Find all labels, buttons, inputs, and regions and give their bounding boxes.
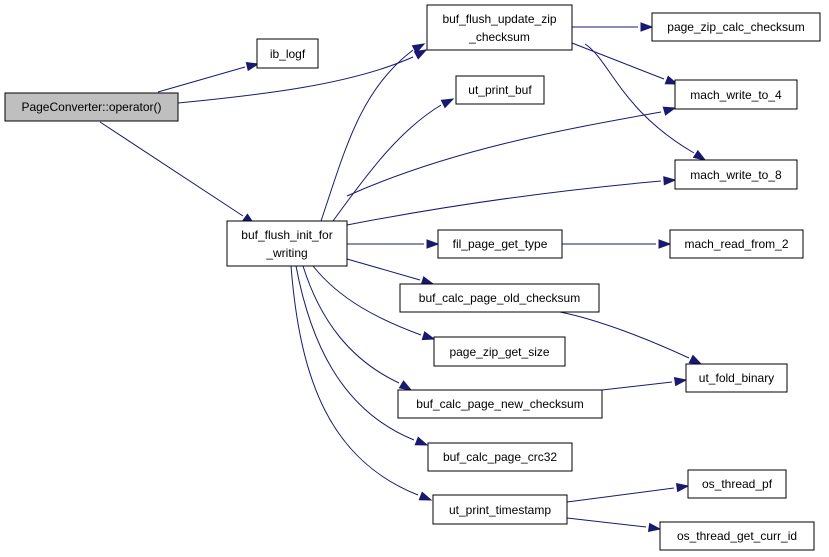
edge-buf-calc-page-new-checksum-to-ut-fold-binary bbox=[601, 376, 688, 391]
node-buf-flush-init-for-writing[interactable]: buf_flush_init_for _writing bbox=[226, 220, 348, 267]
edges-layer bbox=[99, 22, 707, 533]
arrowhead bbox=[421, 331, 436, 341]
edge-buf-flush-init-for-writing-to-buf-calc-page-old-checksum bbox=[346, 258, 435, 286]
edge-buf-flush-init-for-writing-to-buf-flush-update-zip-checksum bbox=[320, 43, 426, 222]
node-label-line-2: _writing bbox=[265, 246, 307, 260]
edge-buf-flush-init-for-writing-to-ut-print-buf bbox=[332, 98, 455, 222]
edge-buf-flush-init-for-writing-to-mach-write-to-8 bbox=[346, 176, 677, 226]
edge-ut-print-timestamp-to-os-thread-get-curr-id bbox=[566, 517, 662, 533]
node-buf-flush-update-zip-checksum[interactable]: buf_flush_update_zip _checksum bbox=[426, 4, 573, 51]
node-page-zip-calc-checksum[interactable]: page_zip_calc_checksum bbox=[651, 12, 821, 42]
node-label: page_zip_get_size bbox=[449, 345, 549, 359]
node-ut-print-buf[interactable]: ut_print_buf bbox=[455, 75, 545, 105]
edge-buf-flush-update-zip-checksum-to-mach-write-to-4 bbox=[571, 42, 679, 85]
arrowhead bbox=[414, 436, 429, 446]
edge-buf-flush-init-for-writing-to-ut-print-timestamp bbox=[290, 265, 433, 501]
edge-buf-flush-update-zip-checksum-to-page-zip-calc-checksum bbox=[572, 22, 654, 32]
arrowhead bbox=[673, 376, 688, 387]
arrowhead bbox=[426, 239, 440, 249]
node-label: PageConverter::operator() bbox=[21, 100, 161, 114]
edge-page-converter-to-ib-logf bbox=[157, 61, 260, 93]
node-mach-write-to-8[interactable]: mach_write_to_8 bbox=[674, 159, 798, 190]
arrowhead bbox=[398, 380, 413, 391]
arrowhead bbox=[245, 61, 260, 72]
edge-buf-flush-init-for-writing-to-buf-calc-page-crc32 bbox=[295, 265, 429, 446]
node-os-thread-pf[interactable]: os_thread_pf bbox=[687, 469, 787, 499]
node-label: mach_write_to_8 bbox=[690, 168, 782, 182]
arrowhead bbox=[440, 98, 455, 109]
node-page-converter-operator[interactable]: PageConverter::operator() bbox=[4, 92, 179, 122]
edge-buf-flush-init-for-writing-to-buf-calc-page-new-checksum bbox=[302, 265, 413, 391]
arrowhead bbox=[662, 106, 677, 116]
node-label: buf_calc_page_old_checksum bbox=[419, 291, 580, 305]
edge-buf-flush-update-zip-checksum-to-mach-write-to-8 bbox=[584, 43, 707, 161]
node-label: page_zip_calc_checksum bbox=[667, 20, 804, 34]
node-label: os_thread_pf bbox=[702, 477, 773, 491]
edge-buf-flush-init-for-writing-to-page-zip-get-size bbox=[312, 265, 436, 341]
node-mach-read-from-2[interactable]: mach_read_from_2 bbox=[669, 229, 804, 259]
node-mach-write-to-4[interactable]: mach_write_to_4 bbox=[674, 79, 798, 110]
edge-buf-flush-init-for-writing-to-mach-write-to-4 bbox=[346, 106, 677, 197]
node-label-line-2: _checksum bbox=[468, 30, 530, 44]
arrowhead bbox=[675, 482, 690, 493]
arrowhead bbox=[688, 354, 703, 365]
nodes-layer: PageConverter::operator() ib_logf buf_fl… bbox=[4, 4, 821, 551]
arrowhead bbox=[664, 75, 679, 85]
node-ut-print-timestamp[interactable]: ut_print_timestamp bbox=[432, 494, 568, 525]
node-buf-calc-page-old-checksum[interactable]: buf_calc_page_old_checksum bbox=[399, 283, 600, 313]
node-label: ib_logf bbox=[270, 47, 306, 61]
edge-ut-print-timestamp-to-os-thread-pf bbox=[566, 482, 690, 503]
node-label: buf_calc_page_new_checksum bbox=[416, 397, 583, 411]
arrowhead bbox=[647, 522, 662, 533]
node-ut-fold-binary[interactable]: ut_fold_binary bbox=[685, 363, 788, 393]
node-label: mach_write_to_4 bbox=[690, 88, 782, 102]
node-label: mach_read_from_2 bbox=[684, 237, 788, 251]
node-label: fil_page_get_type bbox=[453, 237, 548, 251]
node-os-thread-get-curr-id[interactable]: os_thread_get_curr_id bbox=[659, 521, 815, 551]
arrowhead bbox=[418, 491, 433, 501]
node-fil-page-get-type[interactable]: fil_page_get_type bbox=[437, 229, 563, 259]
edge-buf-calc-page-old-checksum-to-ut-fold-binary bbox=[559, 311, 703, 365]
edge-page-converter-to-buf-flush-init-for-writing bbox=[99, 121, 256, 225]
node-label: ut_fold_binary bbox=[699, 371, 774, 385]
node-ib-logf[interactable]: ib_logf bbox=[256, 38, 319, 69]
node-buf-calc-page-crc32[interactable]: buf_calc_page_crc32 bbox=[427, 442, 573, 472]
arrowhead bbox=[640, 22, 654, 32]
arrowhead bbox=[663, 176, 677, 186]
arrowhead bbox=[658, 239, 672, 249]
node-buf-calc-page-new-checksum[interactable]: buf_calc_page_new_checksum bbox=[397, 389, 603, 419]
edge-buf-flush-init-for-writing-to-fil-page-get-type bbox=[347, 239, 440, 249]
node-label: ut_print_buf bbox=[468, 83, 532, 97]
node-label-line-1: buf_flush_update_zip bbox=[442, 12, 556, 26]
node-page-zip-get-size[interactable]: page_zip_get_size bbox=[433, 336, 566, 367]
node-label: ut_print_timestamp bbox=[449, 503, 551, 517]
node-label: os_thread_get_curr_id bbox=[677, 529, 797, 543]
arrowhead bbox=[692, 149, 707, 161]
arrowhead bbox=[411, 43, 426, 54]
node-label-line-1: buf_flush_init_for bbox=[241, 228, 332, 242]
edge-fil-page-get-type-to-mach-read-from-2 bbox=[562, 239, 672, 249]
node-label: buf_calc_page_crc32 bbox=[443, 450, 557, 464]
arrowhead bbox=[420, 276, 435, 286]
